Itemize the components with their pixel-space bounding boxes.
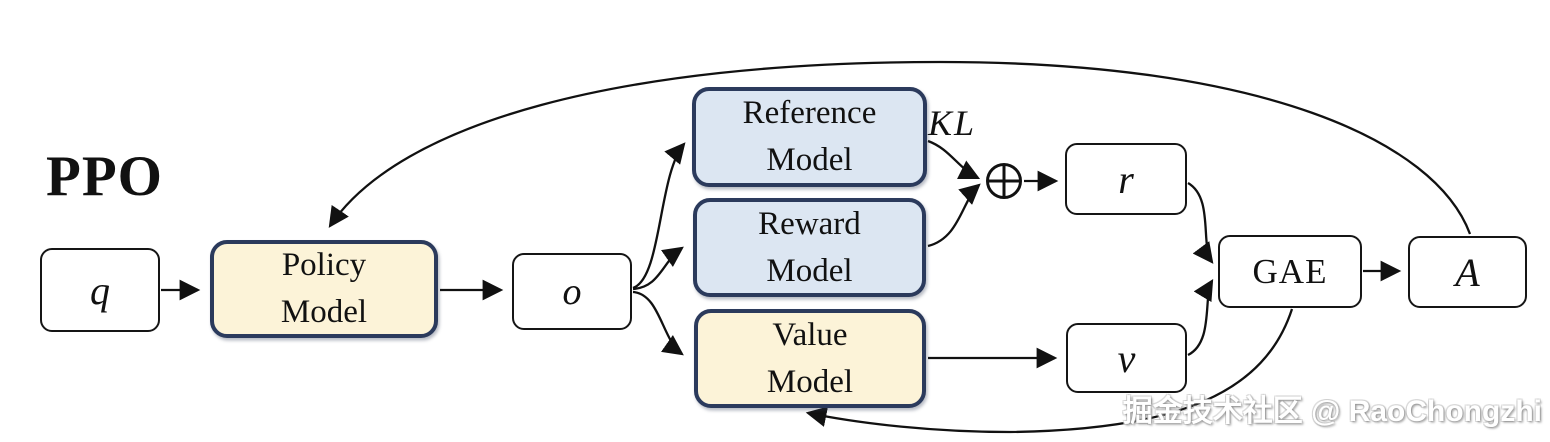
kl-divergence-label: KL (928, 103, 977, 143)
node-v: v (1066, 323, 1187, 393)
arrow-reward-to-sum (927, 183, 981, 248)
arrow-a-to-policy-feedback (328, 60, 1472, 235)
arrow-v-to-gae (1187, 279, 1214, 357)
node-reward-model: Reward Model (693, 198, 926, 297)
diagram-title: PPO (46, 145, 163, 208)
node-q: q (40, 248, 160, 332)
arrow-reference-to-sum (927, 139, 981, 180)
node-gae: GAE (1218, 235, 1362, 308)
node-r: r (1065, 143, 1187, 215)
arrow-o-to-value (632, 290, 684, 356)
arrow-gae-to-value-feedback (805, 308, 1294, 434)
arrow-o-to-reward (632, 246, 684, 291)
arrow-r-to-gae (1187, 182, 1214, 264)
node-o: o (512, 253, 632, 330)
node-policy-model: Policy Model (210, 240, 438, 338)
node-reference-model: Reference Model (692, 87, 927, 187)
node-a: A (1408, 236, 1527, 308)
watermark: 掘金技术社区 @ RaoChongzhi (1122, 395, 1542, 428)
arrow-o-to-reference (632, 142, 686, 290)
node-value-model: Value Model (694, 309, 926, 408)
circled-plus-icon (986, 163, 1022, 199)
